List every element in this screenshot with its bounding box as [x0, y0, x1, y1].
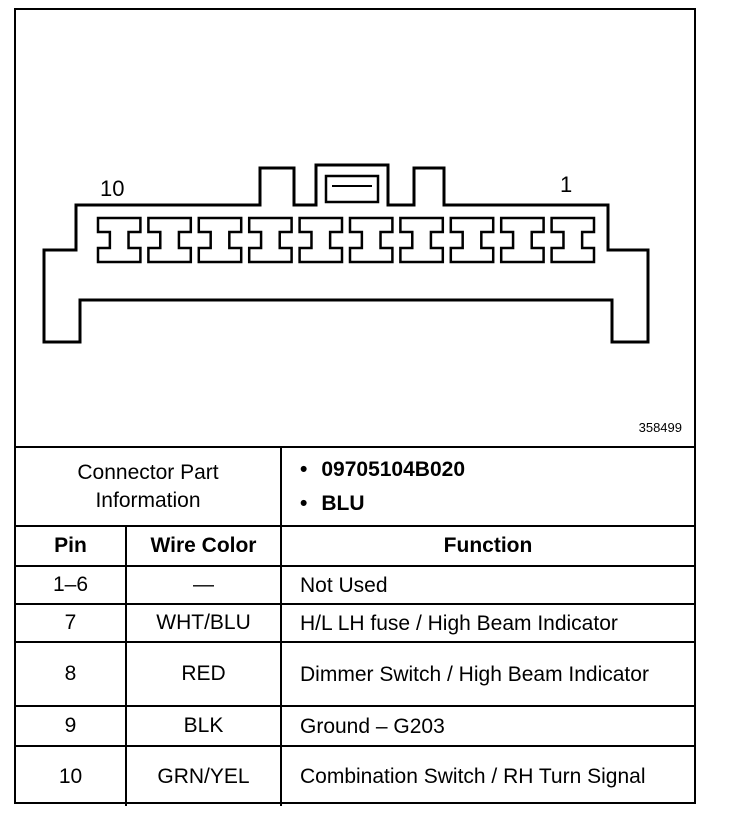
part-color: BLU [300, 487, 688, 521]
part-info-values: 09705104B020 BLU [280, 448, 694, 527]
function-cell: Ground – G203 [280, 705, 694, 747]
wire-color-cell: — [125, 565, 282, 605]
table-header-row: Pin Wire Color Function [16, 525, 694, 567]
pin-cell: 1–6 [16, 565, 127, 605]
function-cell: H/L LH fuse / High Beam Indicator [280, 603, 694, 643]
terminal-cavity [197, 216, 243, 264]
table-row: 1–6 — Not Used [16, 565, 694, 605]
terminal-cavity [247, 216, 293, 264]
function-cell: Combination Switch / RH Turn Signal [280, 745, 694, 806]
pin-cell: 8 [16, 641, 127, 707]
wire-color-cell: RED [125, 641, 282, 707]
pin-1-marker: 1 [560, 172, 573, 197]
connector-latch [324, 174, 380, 204]
part-number: 09705104B020 [300, 453, 688, 487]
terminal-cavity [499, 216, 545, 264]
terminal-cavity [399, 216, 445, 264]
terminal-cavity [550, 216, 596, 264]
connector-face-drawing [42, 163, 650, 344]
terminal-cavities [96, 216, 596, 264]
header-function: Function [280, 525, 694, 567]
wire-color-cell: BLK [125, 705, 282, 747]
pin-cell: 7 [16, 603, 127, 643]
table-row: 10 GRN/YEL Combination Switch / RH Turn … [16, 745, 694, 806]
table-row: 7 WHT/BLU H/L LH fuse / High Beam Indica… [16, 603, 694, 643]
terminal-cavity [96, 216, 142, 264]
figure-number: 358499 [638, 420, 682, 435]
table-row: 9 BLK Ground – G203 [16, 705, 694, 747]
terminal-cavity [298, 216, 344, 264]
connector-sheet: 10 1 358499 Connector Part Information 0… [14, 8, 696, 806]
function-cell: Not Used [280, 565, 694, 605]
part-info-row: Connector Part Information 09705104B020 … [16, 448, 694, 527]
wire-color-cell: WHT/BLU [125, 603, 282, 643]
pin-cell: 10 [16, 745, 127, 806]
connector-info-table: Connector Part Information 09705104B020 … [16, 448, 694, 806]
header-wire-color: Wire Color [125, 525, 282, 567]
pin-10-marker: 10 [100, 176, 125, 201]
pin-cell: 9 [16, 705, 127, 747]
terminal-cavity [449, 216, 495, 264]
part-info-label: Connector Part Information [16, 448, 282, 527]
connector-diagram: 10 1 358499 [16, 10, 694, 448]
header-pin: Pin [16, 525, 127, 567]
wire-color-cell: GRN/YEL [125, 745, 282, 806]
function-cell: Dimmer Switch / High Beam Indicator [280, 641, 694, 707]
table-row: 8 RED Dimmer Switch / High Beam Indicato… [16, 641, 694, 707]
connector-housing-outline [42, 163, 650, 344]
terminal-cavity [348, 216, 394, 264]
terminal-cavity [147, 216, 193, 264]
